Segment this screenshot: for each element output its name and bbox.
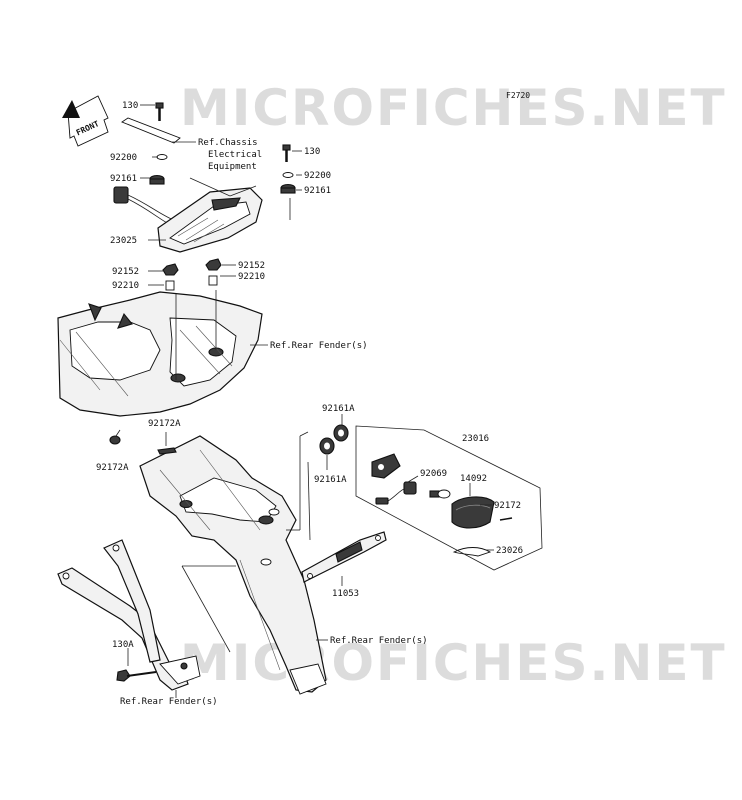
watermark-top: MICROFICHES.NET xyxy=(180,79,727,137)
callout-92172A-a: 92172A xyxy=(148,419,181,429)
callout-92161-b: 92161 xyxy=(304,186,331,196)
cover-23026 xyxy=(452,547,492,557)
ref-chassis-line1: Ref.Chassis xyxy=(198,138,258,148)
screw-92172 xyxy=(499,517,513,521)
tail-light-housing-23025 xyxy=(157,187,263,253)
grommet-92161A-bottom xyxy=(319,437,335,455)
license-bracket xyxy=(139,435,327,695)
bolt-130-a xyxy=(155,102,164,121)
plate-holder-11053 xyxy=(301,531,387,583)
ref-rear-fender-2: Ref.Rear Fender(s) xyxy=(330,636,428,646)
washer-92200-b xyxy=(282,172,294,178)
callout-92200-b: 92200 xyxy=(304,171,331,181)
bolt-130A xyxy=(116,669,157,682)
bolt-130-b xyxy=(282,144,291,162)
ref-chassis-line2: Electrical xyxy=(208,150,262,160)
light-base xyxy=(371,453,401,479)
callout-92069: 92069 xyxy=(420,469,447,479)
diagram-code: F2720 xyxy=(506,91,530,100)
callout-92210-a: 92210 xyxy=(112,281,139,291)
nut-92152-b xyxy=(205,258,222,271)
grommet-92161-b xyxy=(280,183,296,194)
screw-92172A-b xyxy=(157,447,177,455)
callout-92200-a: 92200 xyxy=(110,153,137,163)
bulb-92069 xyxy=(429,489,451,499)
collar-92210-b xyxy=(208,275,218,286)
callout-92172A-b: 92172A xyxy=(96,463,129,473)
callout-14092: 14092 xyxy=(460,474,487,484)
screw-92172A-a xyxy=(109,435,121,445)
grommet-92161-a xyxy=(149,174,165,185)
lens-14092 xyxy=(451,496,495,529)
side-stay xyxy=(57,539,201,691)
callout-92152-b: 92152 xyxy=(238,261,265,271)
grommet-92161A-top xyxy=(333,424,349,442)
rear-fender xyxy=(57,291,263,417)
ref-rear-fender-3: Ref.Rear Fender(s) xyxy=(120,697,218,707)
collar-92210-a xyxy=(165,280,175,291)
ref-rear-fender-1: Ref.Rear Fender(s) xyxy=(270,341,368,351)
nut-92152-a xyxy=(162,263,179,276)
callout-92152-a: 92152 xyxy=(112,267,139,277)
callout-130-b: 130 xyxy=(304,147,320,157)
callout-92161-a: 92161 xyxy=(110,174,137,184)
callout-130A: 130A xyxy=(112,640,134,650)
callout-92210-b: 92210 xyxy=(238,272,265,282)
socket-wire xyxy=(375,481,417,505)
callout-23026: 23026 xyxy=(496,546,523,556)
washer-92200-a xyxy=(156,154,168,160)
chassis-strip xyxy=(121,117,181,144)
leader-lines xyxy=(115,104,494,698)
callout-23025: 23025 xyxy=(110,236,137,246)
front-arrow-icon: FRONT xyxy=(62,95,109,147)
callout-130-a: 130 xyxy=(122,101,138,111)
callout-92161A-b: 92161A xyxy=(314,475,347,485)
watermark-bottom: MICROFICHES.NET xyxy=(180,634,727,692)
callout-92172: 92172 xyxy=(494,501,521,511)
callout-11053: 11053 xyxy=(332,589,359,599)
ref-chassis-line3: Equipment xyxy=(208,162,257,172)
callout-92161A-a: 92161A xyxy=(322,404,355,414)
callout-23016: 23016 xyxy=(462,434,489,444)
